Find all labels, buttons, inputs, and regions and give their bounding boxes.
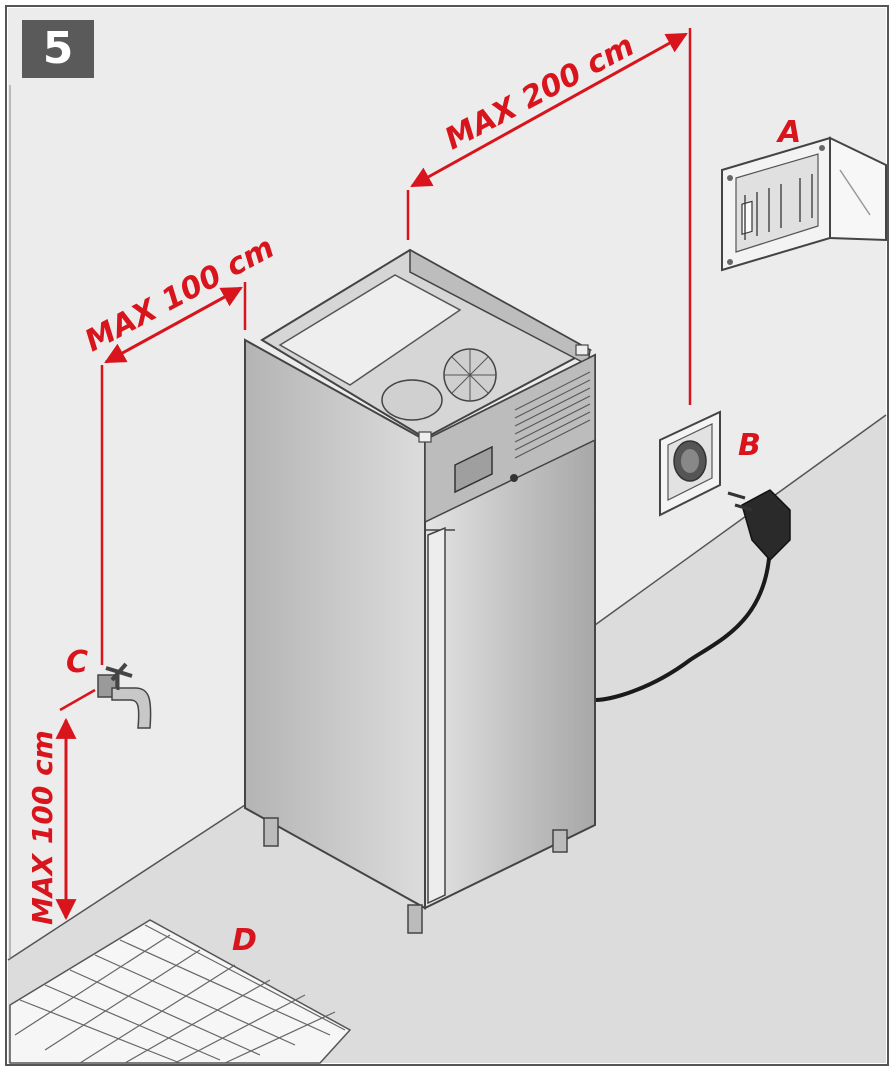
power-socket [659,410,721,517]
label-tap-height: MAX 100 cm [26,730,59,925]
dimension-tap-height [55,688,96,921]
step-number-badge: 5 [22,20,94,78]
plug-and-cable [594,489,791,702]
label-water-tap: C [66,645,88,680]
dimension-tap-horizontal [100,282,247,665]
floor-drain-grate [9,919,352,1064]
dimension-socket-distance [406,28,692,405]
refrigerator-cabinet [244,248,596,934]
label-floor-drain: D [232,923,257,958]
water-tap [97,662,152,729]
label-electrical-panel: A [776,115,801,150]
label-power-socket: B [738,428,761,463]
electrical-panel [721,136,887,272]
